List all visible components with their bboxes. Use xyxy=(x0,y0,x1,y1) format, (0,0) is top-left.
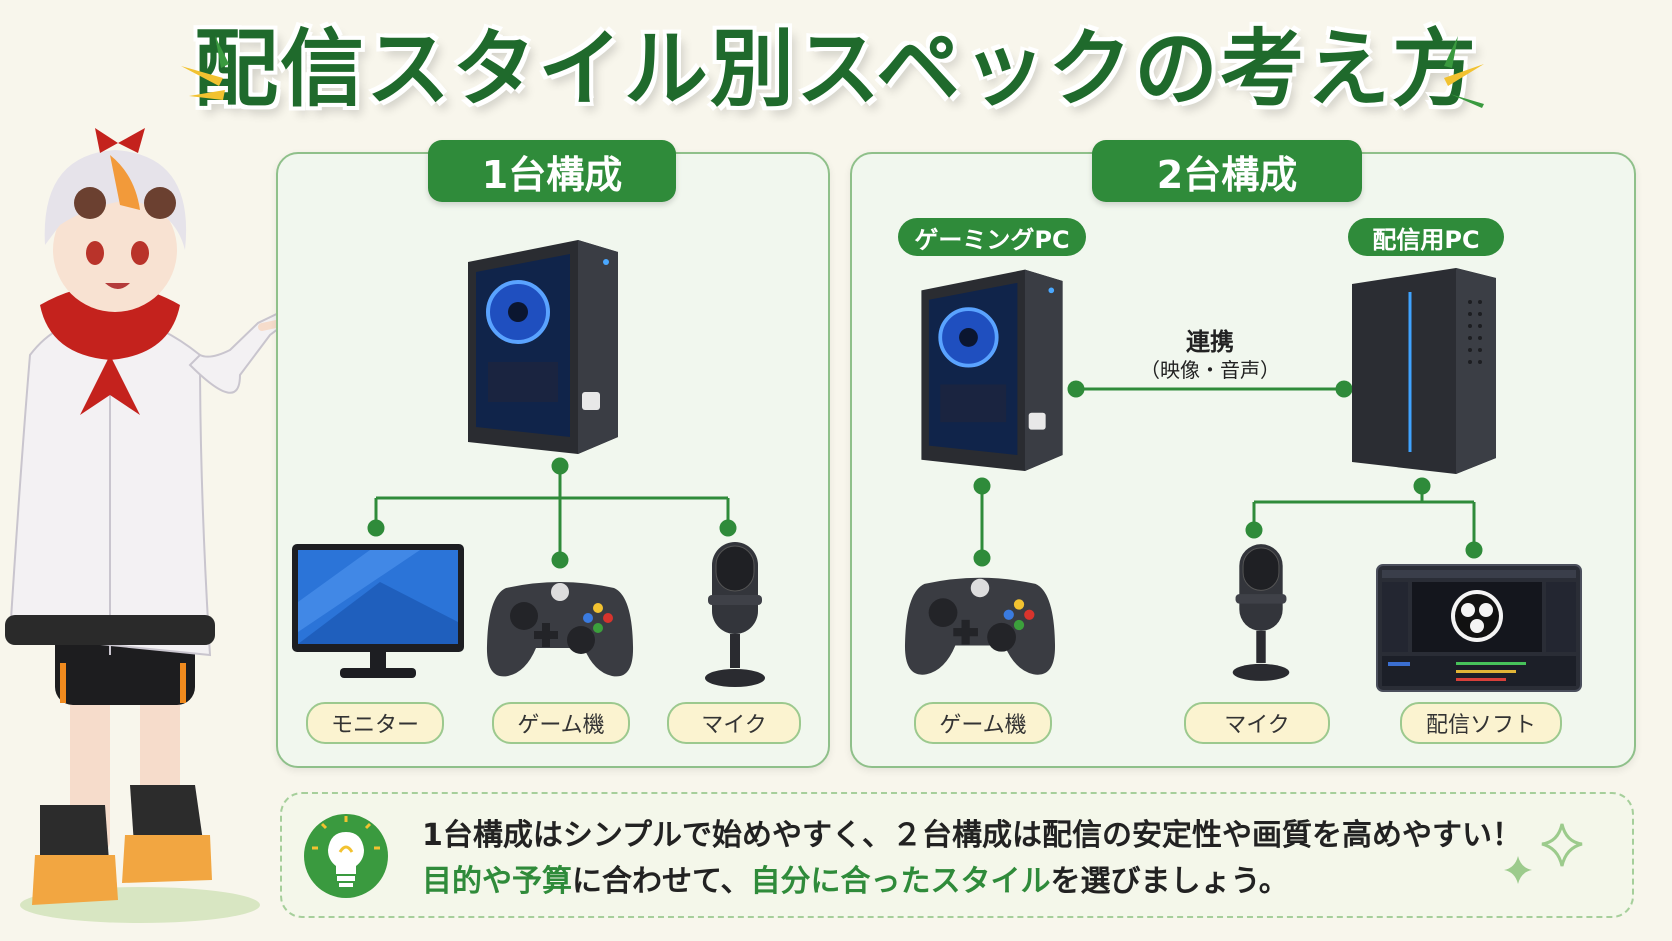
tip-box: 1台構成はシンプルで始めやすく、２台構成は配信の安定性や画質を高めやすい！ 目的… xyxy=(280,792,1634,918)
dual-setup-header: 2台構成 xyxy=(1092,140,1362,202)
tip-highlight-style: 自分に合ったスタイル xyxy=(750,864,1051,899)
device-label-monitor: モニター xyxy=(306,702,444,744)
gaming-pc-tower-icon xyxy=(921,269,1063,472)
stream-pc-label: 配信用PC xyxy=(1348,218,1504,256)
gaming-pc-label: ゲーミングPC xyxy=(898,218,1086,256)
device-label-software: 配信ソフト xyxy=(1400,702,1562,744)
microphone-icon xyxy=(705,542,765,687)
device-label-console-2: ゲーム機 xyxy=(914,702,1052,744)
pc-tower-icon xyxy=(468,240,618,454)
gamepad-icon xyxy=(486,582,634,677)
vtuber-character-illustration xyxy=(5,128,299,923)
device-label-mic: マイク xyxy=(667,702,801,744)
stream-pc-tower-icon xyxy=(1352,268,1496,474)
link-label: 連携 xyxy=(1186,328,1234,356)
single-setup-header: 1台構成 xyxy=(428,140,676,202)
tip-line-1: 1台構成はシンプルで始めやすく、２台構成は配信の安定性や画質を高めやすい！ xyxy=(422,818,1522,853)
microphone-icon xyxy=(1232,544,1290,681)
tip-text-part: に合わせて、 xyxy=(572,864,751,899)
link-detail: （映像・音声） xyxy=(1140,358,1280,382)
tip-highlight-purpose: 目的や予算 xyxy=(422,864,572,899)
tip-line-2: 目的や予算に合わせて、自分に合ったスタイルを選びましょう。 xyxy=(422,856,1289,900)
lightbulb-icon xyxy=(304,814,388,898)
page-title: 配信スタイル別スペックの考え方 xyxy=(193,20,1479,118)
tip-text-part: を選びましょう。 xyxy=(1050,864,1289,899)
gamepad-icon xyxy=(904,577,1056,675)
device-label-console: ゲーム機 xyxy=(492,702,630,744)
sparkle-icon-left xyxy=(181,36,229,100)
sparkle-icon-right xyxy=(1444,36,1484,108)
sparkle-icon xyxy=(1504,823,1583,884)
device-label-mic-2: マイク xyxy=(1184,702,1330,744)
obs-software-icon xyxy=(1376,564,1582,692)
monitor-icon xyxy=(292,544,464,678)
